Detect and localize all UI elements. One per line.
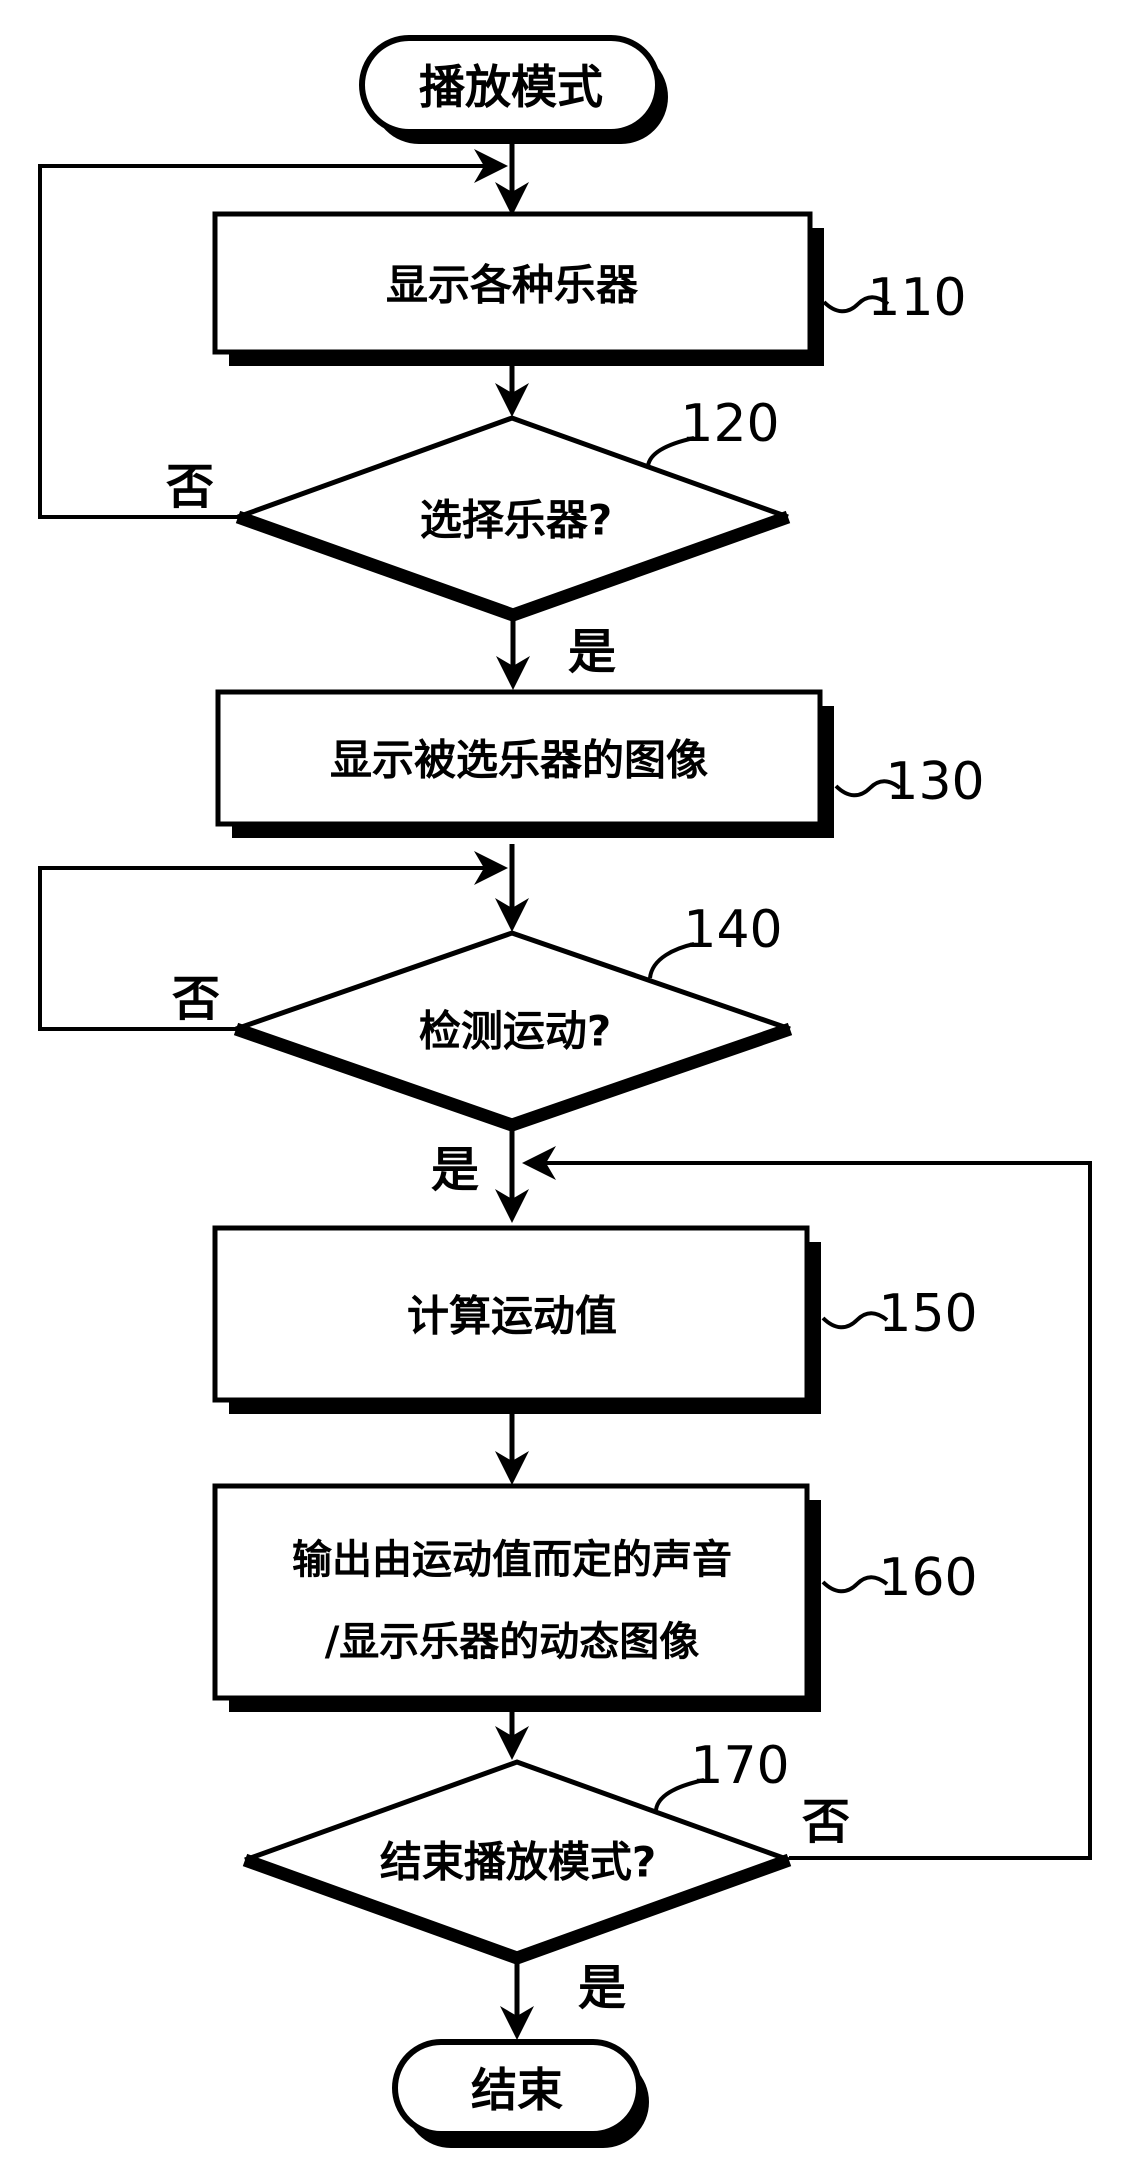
- arrowhead-into-170: [495, 1726, 529, 1760]
- decision-diamond-120: 选择乐器? 120 否 是: [166, 394, 791, 680]
- arrowhead-no-loop-120: [474, 149, 508, 183]
- ref-label-130: 130: [885, 752, 984, 812]
- ref-squiggle-130: [834, 779, 902, 798]
- end-terminal-label: 结束: [471, 2063, 563, 2117]
- arrowhead-no-loop-140: [474, 851, 508, 885]
- decision-diamond-140: 检测运动? 140 否 是: [172, 900, 793, 1198]
- process-box-160-label-line2: /显示乐器的动态图像: [325, 1619, 700, 1665]
- no-loop-120: [38, 164, 492, 519]
- decision-diamond-120-label: 选择乐器?: [420, 496, 612, 545]
- start-terminal-label: 播放模式: [419, 60, 603, 114]
- process-box-160-label-line1: 输出由运动值而定的声音: [292, 1537, 732, 1583]
- arrowhead-into-140: [495, 898, 529, 932]
- ref-label-170: 170: [690, 1736, 789, 1796]
- decision-diamond-140-label: 检测运动?: [419, 1007, 611, 1056]
- arrowhead-into-120: [495, 383, 529, 417]
- arrowhead-into-130: [496, 656, 530, 690]
- ref-leader-170: [654, 1778, 705, 1811]
- branch-yes-120: 是: [568, 624, 616, 680]
- arrowhead-into-150: [495, 1189, 529, 1223]
- branch-yes-140: 是: [431, 1142, 479, 1198]
- no-loop-140: [38, 866, 492, 1031]
- process-box-110: 显示各种乐器 110: [212, 211, 967, 366]
- end-terminal: 结束: [392, 2039, 649, 2148]
- arrowhead-into-end: [500, 2006, 534, 2040]
- decision-diamond-140-shadow-edges: [233, 1022, 793, 1132]
- decision-diamond-170-shadow-edges: [242, 1853, 792, 1965]
- process-box-110-label: 显示各种乐器: [386, 261, 639, 310]
- ref-label-120: 120: [680, 394, 779, 454]
- process-box-160-shape: [212, 1483, 810, 1701]
- ref-leader-120: [646, 436, 695, 467]
- arrowhead-into-160: [495, 1451, 529, 1485]
- arrowhead-no-loop-170: [522, 1146, 556, 1180]
- process-box-150-label: 计算运动值: [407, 1292, 617, 1341]
- ref-leader-140: [648, 942, 695, 979]
- process-box-150: 计算运动值 150: [212, 1225, 978, 1414]
- ref-label-150: 150: [878, 1284, 977, 1344]
- process-box-150-shape: [212, 1225, 810, 1403]
- decision-diamond-170-top-edges: [244, 1759, 790, 1863]
- decision-diamond-170-label: 结束播放模式?: [380, 1838, 656, 1887]
- arrowhead-into-110: [495, 182, 529, 216]
- branch-no-140: 否: [172, 971, 220, 1027]
- ref-label-140: 140: [683, 900, 782, 960]
- branch-yes-170: 是: [578, 1960, 626, 2016]
- process-box-130: 显示被选乐器的图像 130: [215, 689, 985, 838]
- start-terminal: 播放模式: [359, 35, 668, 144]
- decision-diamond-140-top-edges: [235, 930, 791, 1032]
- end-terminal-shape: [392, 2039, 642, 2137]
- branch-no-170: 否: [802, 1794, 850, 1850]
- ref-squiggle-160: [821, 1575, 889, 1594]
- ref-squiggle-150: [821, 1311, 889, 1330]
- ref-squiggle-110: [822, 295, 890, 314]
- process-box-130-shape: [215, 689, 823, 827]
- process-box-110-shape: [212, 211, 813, 355]
- no-loop-170: [540, 1161, 1092, 1860]
- decision-diamond-120-top-edges: [237, 415, 789, 520]
- process-box-130-label: 显示被选乐器的图像: [330, 736, 708, 785]
- decision-diamond-170: 结束播放模式? 170 否 是: [242, 1736, 850, 2016]
- decision-diamond-120-shadow-edges: [235, 510, 791, 622]
- process-box-160: 输出由运动值而定的声音 /显示乐器的动态图像 160: [212, 1483, 978, 1712]
- ref-label-110: 110: [867, 268, 966, 328]
- start-terminal-shape: [359, 35, 661, 135]
- edges: [38, 128, 1092, 2040]
- branch-no-120: 否: [166, 459, 214, 515]
- ref-label-160: 160: [878, 1548, 977, 1608]
